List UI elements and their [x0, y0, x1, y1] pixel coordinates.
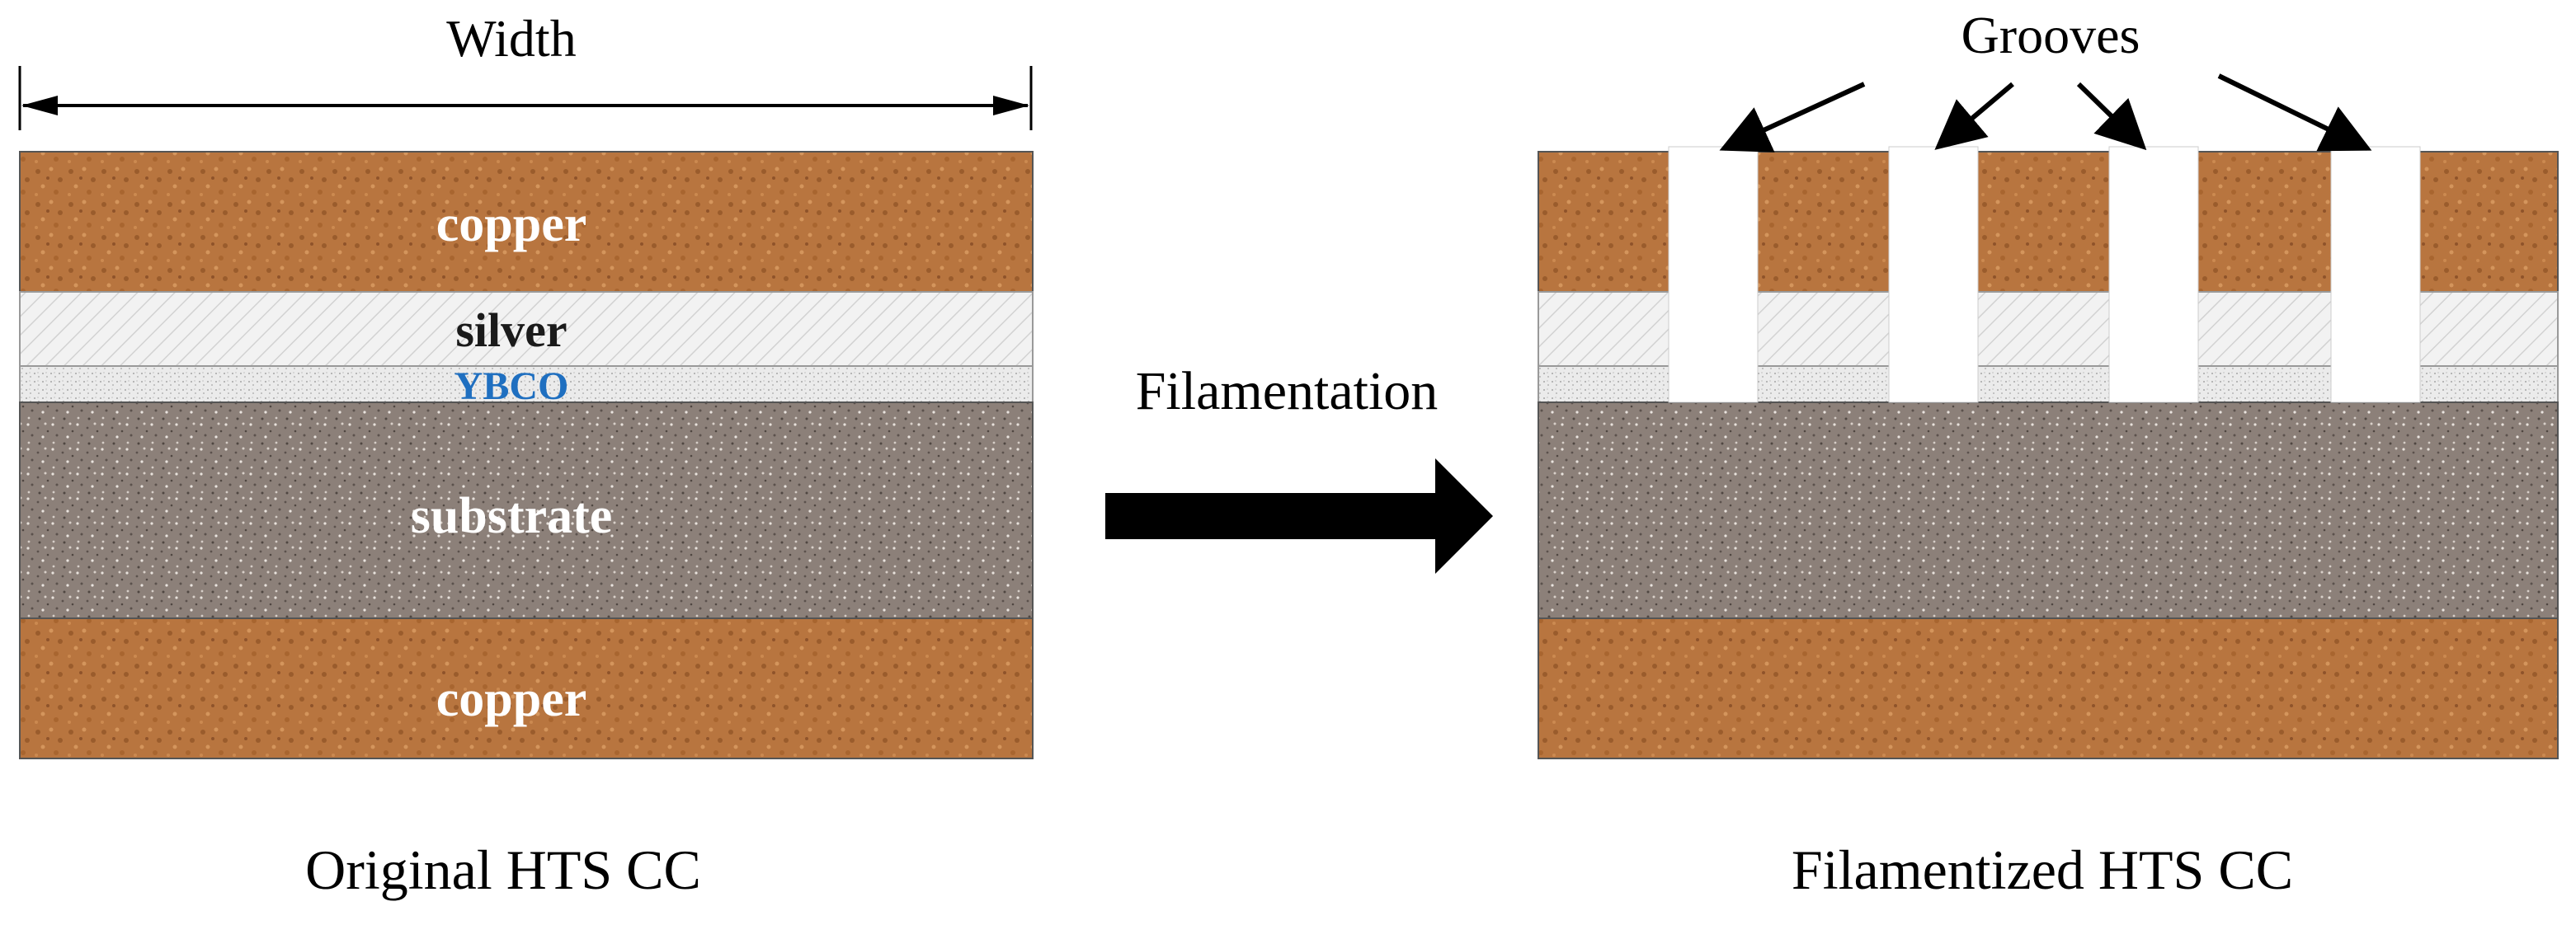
groove-3	[2108, 146, 2199, 403]
groove-2	[1888, 146, 1979, 403]
original-tape: Width copper silver YBCO substrate coppe…	[18, 9, 1034, 901]
grooves-label: Grooves	[1961, 6, 2140, 64]
filamentized-caption: Filamentized HTS CC	[1792, 838, 2293, 901]
ybco-label: YBCO	[454, 364, 569, 408]
groove-pointer-4	[2217, 73, 2372, 152]
filamentized-tape: Grooves Filamentized HTS CC	[1538, 6, 2559, 901]
groove-pointer-1	[1719, 82, 1866, 153]
groove-pointer-3	[2076, 82, 2147, 151]
width-arrow-right-icon	[993, 96, 1029, 115]
silver-layer	[19, 291, 1034, 367]
ybco-layer	[19, 365, 1034, 403]
groove-pointer-2	[1934, 82, 2014, 150]
copper-top-layer	[19, 151, 1034, 293]
filamentation-process: Filamentation	[1105, 361, 1493, 574]
copper-top-label: copper	[436, 196, 587, 252]
groove-1	[1668, 146, 1759, 403]
substrate-layer	[19, 401, 1034, 619]
copper-bottom-layer-right	[1538, 617, 2559, 759]
copper-bottom-label: copper	[436, 671, 587, 727]
groove-4	[2330, 146, 2421, 403]
copper-bottom-layer	[19, 617, 1034, 759]
substrate-layer-right	[1538, 401, 2559, 619]
process-arrow-icon	[1105, 458, 1493, 574]
width-arrow-left-icon	[21, 96, 58, 115]
substrate-label: substrate	[411, 488, 613, 544]
silver-label: silver	[455, 303, 567, 357]
original-caption: Original HTS CC	[305, 838, 701, 901]
width-label: Width	[446, 9, 576, 68]
filamentation-label: Filamentation	[1136, 361, 1439, 421]
width-dimension: Width	[18, 9, 1033, 130]
